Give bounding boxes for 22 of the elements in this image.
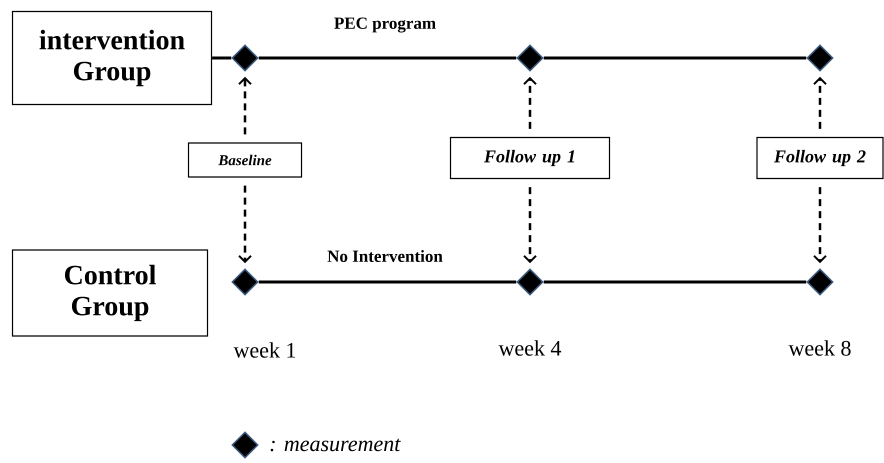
arrow <box>238 76 252 134</box>
week-label: week 8 <box>788 340 851 356</box>
week-label: week 1 <box>234 342 296 358</box>
week-label: week 4 <box>498 340 562 356</box>
group-box: Control Group <box>12 249 208 337</box>
arrow <box>238 186 252 264</box>
connector-line <box>258 280 516 284</box>
legend-text: : measurement <box>270 438 401 452</box>
connector-line <box>212 56 232 60</box>
connector-line <box>544 280 806 284</box>
label-box: Follow up 1 <box>450 136 610 180</box>
connector-line <box>544 56 806 60</box>
label-box: Baseline <box>188 142 302 178</box>
connector-line <box>258 56 516 60</box>
arrow <box>523 76 537 129</box>
edge-label: No Intervention <box>328 250 443 262</box>
label-box: Follow up 2 <box>756 136 884 180</box>
arrow <box>813 187 827 264</box>
arrow <box>813 76 827 129</box>
arrow <box>523 187 537 264</box>
edge-label: PEC program <box>334 18 436 32</box>
group-box: intervention Group <box>12 10 212 106</box>
